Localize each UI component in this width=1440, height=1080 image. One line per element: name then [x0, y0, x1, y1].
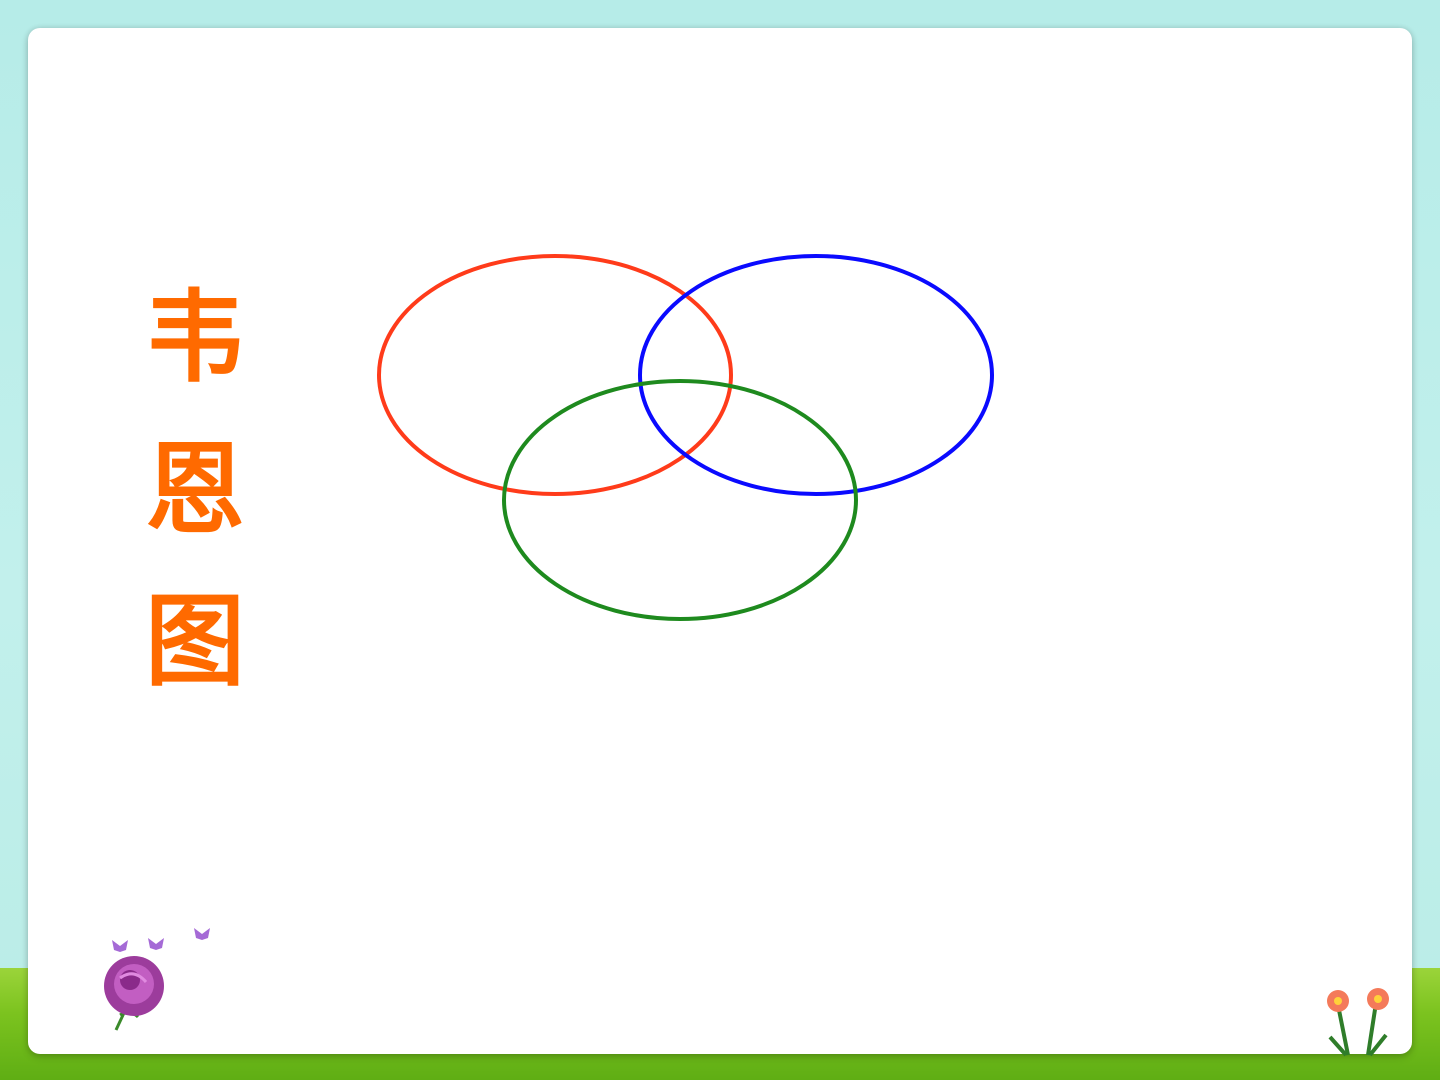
- venn-circle-blue: [638, 254, 994, 496]
- slide-canvas: [28, 28, 1412, 1054]
- butterfly-icon: [112, 928, 210, 952]
- rose-with-butterflies: [104, 928, 210, 1031]
- title-char-1: 韦: [145, 279, 245, 396]
- slide-title: 韦 恩 图: [140, 262, 250, 718]
- flower-pot-icon: [1327, 988, 1389, 1057]
- venn-circle-green: [502, 379, 858, 621]
- title-char-2: 恩: [145, 431, 245, 548]
- venn-circle-red: [377, 254, 733, 496]
- title-char-3: 图: [145, 583, 245, 700]
